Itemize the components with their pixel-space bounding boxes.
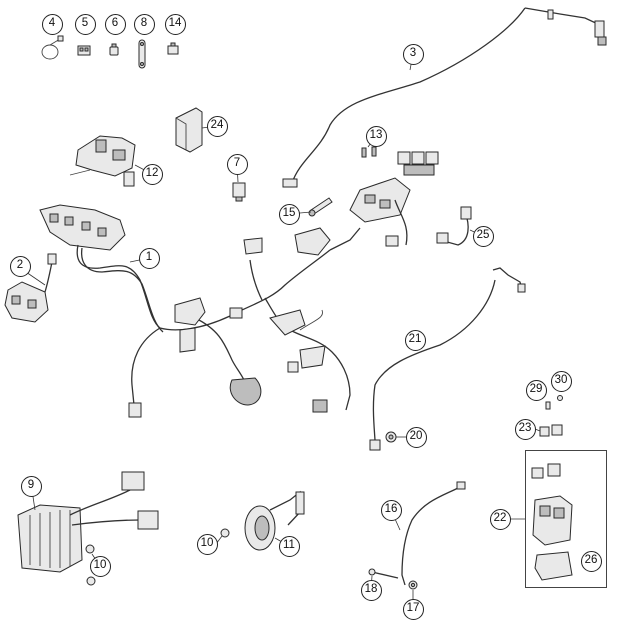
- callout-29: 29: [525, 379, 547, 401]
- part-20-terminal: [385, 431, 397, 443]
- callout-11: 11: [278, 535, 300, 557]
- callout-25: 25: [472, 225, 494, 247]
- callout-13: 13: [365, 125, 387, 147]
- callout-18: 18: [360, 579, 382, 601]
- part-6-fuse: [109, 43, 119, 56]
- part-12-bracket: [69, 135, 136, 187]
- part-14-clip: [167, 42, 179, 55]
- callout-12: 12: [141, 163, 163, 185]
- part-25-cable: [436, 206, 472, 246]
- callout-6: 6: [104, 13, 126, 35]
- callout-4: 4: [41, 13, 63, 35]
- callout-10-regulator: 10: [89, 555, 111, 577]
- part-24-cover: [175, 107, 203, 153]
- callout-9: 9: [20, 475, 42, 497]
- part-9-regulator: [17, 471, 159, 573]
- callout-20: 20: [405, 426, 427, 448]
- part-17-nut: [408, 580, 418, 590]
- callout-24: 24: [206, 115, 228, 137]
- part-7-connector: [232, 182, 246, 202]
- part-21-cable: [369, 267, 526, 451]
- callout-17: 17: [402, 598, 424, 620]
- callout-14: 14: [164, 13, 186, 35]
- part-5-connector: [77, 45, 91, 56]
- part-29-30-small-parts: [545, 395, 563, 410]
- part-16-cable: [401, 481, 466, 586]
- callout-21: 21: [404, 329, 426, 351]
- part-3-long-cable: [282, 7, 607, 188]
- callout-7: 7: [226, 153, 248, 175]
- part-2-side-harness: [4, 253, 57, 323]
- relay-box-cluster: [349, 151, 439, 247]
- part-13-terminals: [361, 146, 377, 158]
- relay-kit-frame: [525, 450, 607, 588]
- callout-10-horn: 10: [196, 533, 218, 555]
- callout-30: 30: [550, 370, 572, 392]
- part-18-bolt: [368, 568, 399, 579]
- part-8-strap: [138, 39, 146, 69]
- callout-16: 16: [380, 499, 402, 521]
- part-11-horn: [244, 490, 305, 551]
- part-4-cable-tie: [41, 35, 64, 60]
- callout-1: 1: [138, 247, 160, 269]
- callout-2: 2: [9, 255, 31, 277]
- callout-3: 3: [402, 43, 424, 65]
- part-10-nuts: [85, 528, 230, 586]
- part-22-relay-kit: [531, 463, 573, 581]
- callout-8: 8: [133, 13, 155, 35]
- callout-22: 22: [489, 508, 511, 530]
- callout-15: 15: [278, 203, 300, 225]
- part-15-plug: [308, 197, 333, 217]
- callout-26: 26: [580, 550, 602, 572]
- part-1-main-harness: [39, 204, 361, 418]
- part-23-covers: [539, 424, 563, 437]
- callout-5: 5: [74, 13, 96, 35]
- callout-23: 23: [514, 418, 536, 440]
